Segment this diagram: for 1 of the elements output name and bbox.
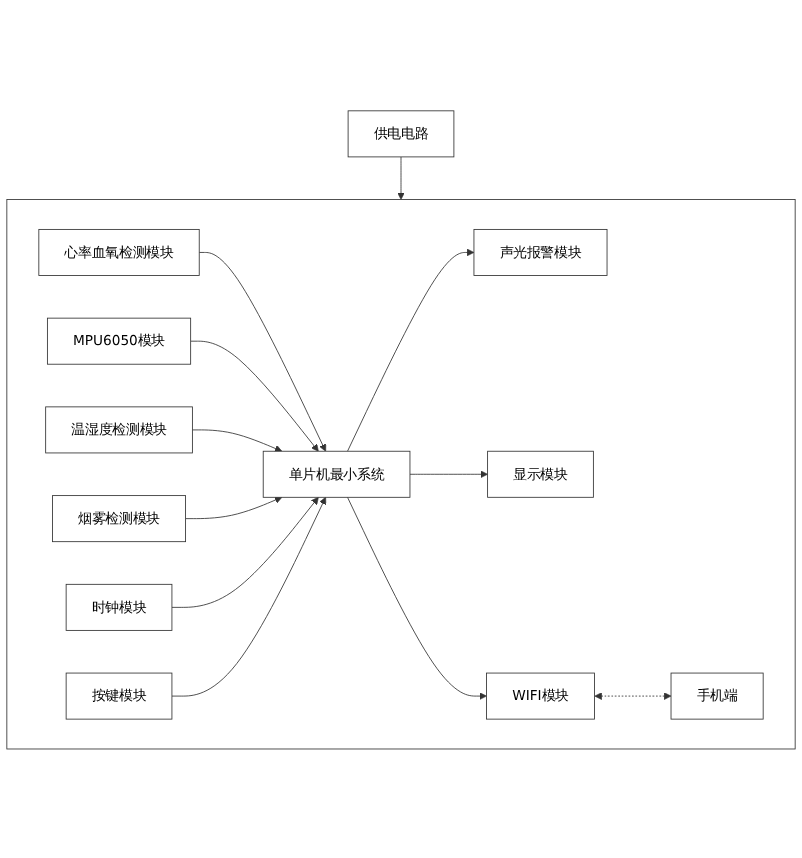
- cluster: [6, 198, 796, 749]
